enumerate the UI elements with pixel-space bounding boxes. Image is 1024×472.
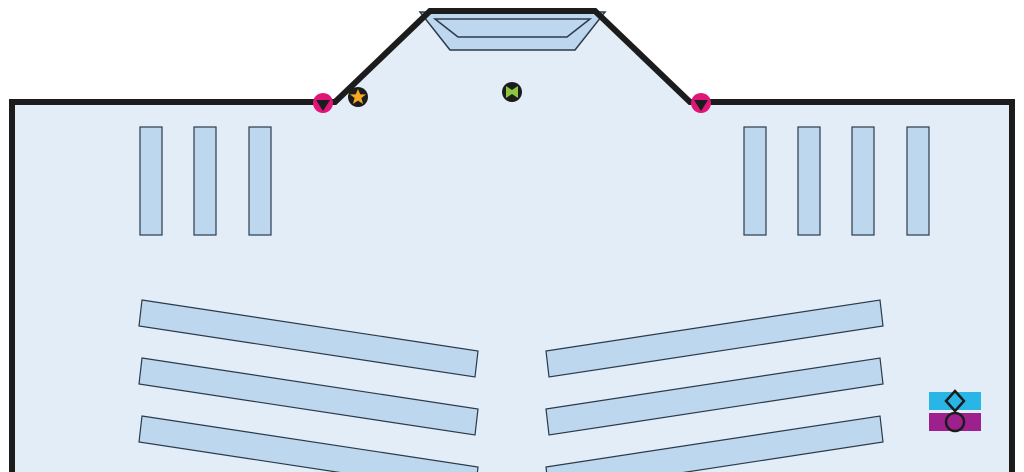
outer-wall bbox=[9, 8, 1015, 472]
vertical-shelf-right-2 bbox=[797, 126, 821, 236]
angled-bench-left-1 bbox=[138, 299, 479, 378]
magenta-triangle-marker-icon[interactable] bbox=[691, 93, 711, 113]
platform-inner bbox=[432, 18, 593, 38]
angled-bench-left-3 bbox=[138, 415, 479, 472]
angled-bench-right-3 bbox=[545, 415, 884, 472]
green-bowtie-marker-icon[interactable] bbox=[502, 82, 522, 102]
angled-bench-right-1 bbox=[545, 299, 884, 378]
vertical-shelf-left-2 bbox=[193, 126, 217, 236]
vertical-shelf-right-1 bbox=[743, 126, 767, 236]
cyan-purple-legend-icon[interactable] bbox=[929, 389, 981, 433]
vertical-shelf-right-3 bbox=[851, 126, 875, 236]
floor-area bbox=[12, 11, 1012, 472]
vertical-shelf-left-3 bbox=[248, 126, 272, 236]
angled-bench-left-2 bbox=[138, 357, 479, 436]
vertical-shelf-left-1 bbox=[139, 126, 163, 236]
angled-bench-right-2 bbox=[545, 357, 884, 436]
star-marker-icon[interactable] bbox=[348, 87, 368, 107]
vertical-shelf-right-4 bbox=[906, 126, 930, 236]
magenta-triangle-marker-icon[interactable] bbox=[313, 93, 333, 113]
